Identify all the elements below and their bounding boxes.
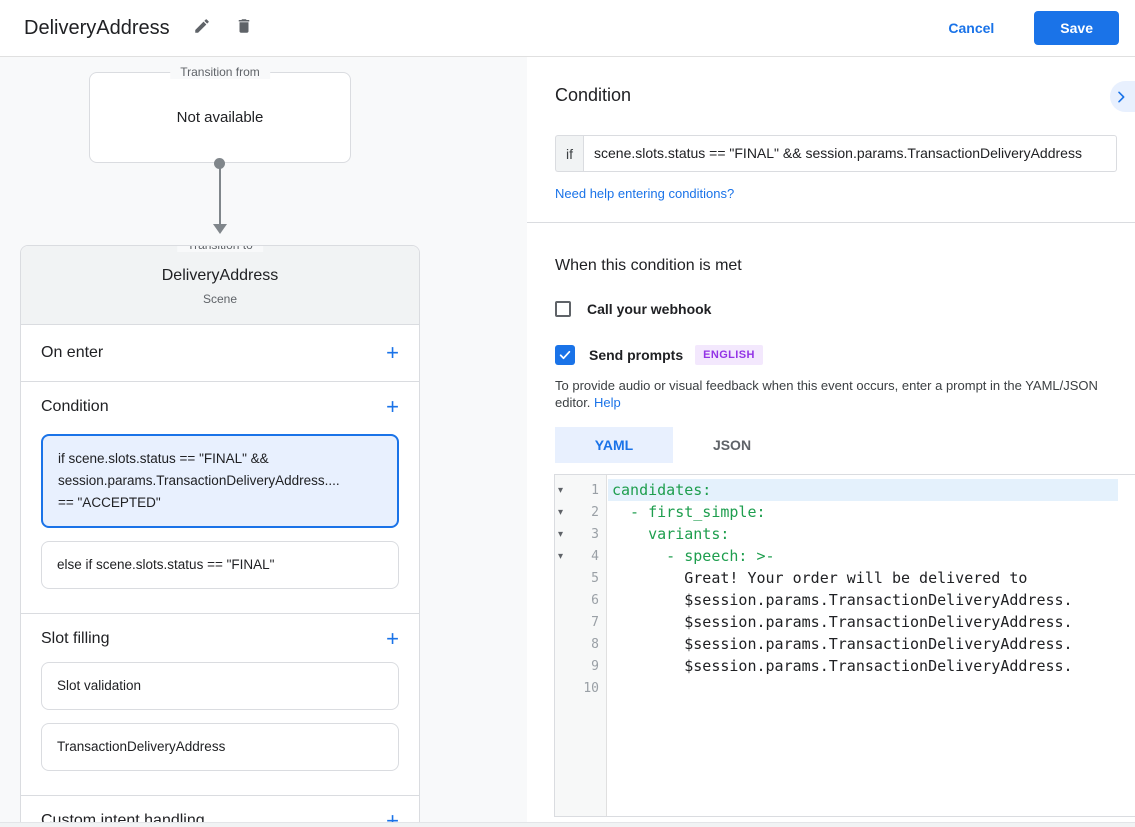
line-number: 4 [591,548,599,564]
code-line: 6 $session.params.TransactionDeliveryAdd… [555,589,1135,611]
code-text: candidates: [612,481,712,499]
editor-tabs: YAML JSON [555,427,1135,463]
connector-arrowhead-icon [213,224,227,234]
if-prefix: if [555,135,583,172]
condition-card-selected[interactable]: if scene.slots.status == "FINAL" && sess… [41,434,399,528]
tab-yaml[interactable]: YAML [555,427,673,463]
send-prompts-label: Send prompts [589,347,684,363]
transition-from-value: Not available [176,109,264,126]
active-line-highlight [608,479,1118,501]
fold-arrow-icon[interactable]: ▾ [558,528,564,540]
call-webhook-checkbox[interactable] [555,301,571,317]
code-text: - first_simple: [612,503,766,521]
scene-card: Transition to DeliveryAddress Scene On e… [20,245,420,827]
editor-gutter [555,475,607,816]
horizontal-scrollbar[interactable] [0,822,1135,827]
line-number: 7 [591,614,599,630]
send-prompts-checkbox[interactable] [555,345,575,365]
helper-text: To provide audio or visual feedback when… [555,378,1098,410]
line-number: 8 [591,636,599,652]
save-button[interactable]: Save [1034,11,1119,45]
fold-arrow-icon[interactable]: ▾ [558,506,564,518]
condition-expression-input[interactable]: scene.slots.status == "FINAL" && session… [583,135,1117,172]
condition-card-line: session.params.TransactionDeliveryAddres… [58,473,340,488]
code-text: $session.params.TransactionDeliveryAddre… [612,613,1073,631]
code-line: ▾ 4 - speech: >- [555,545,1135,567]
condition-detail-panel: Condition if scene.slots.status == "FINA… [527,57,1135,827]
tab-json[interactable]: JSON [673,427,791,463]
line-number: 3 [591,526,599,542]
line-number: 6 [591,592,599,608]
condition-section: Condition + if scene.slots.status == "FI… [21,382,419,614]
fold-arrow-icon[interactable]: ▾ [558,484,564,496]
on-enter-section: On enter + [21,325,419,382]
code-line: ▾ 3 variants: [555,523,1135,545]
add-slot-button[interactable]: + [386,626,399,651]
code-text: variants: [612,525,730,543]
transition-from-legend: Transition from [170,65,270,79]
pencil-icon [193,17,211,40]
code-text: Great! Your order will be delivered to [612,569,1028,587]
slot-filling-label: Slot filling [41,630,110,647]
condition-help-link[interactable]: Need help entering conditions? [555,186,735,201]
condition-card-line: == "ACCEPTED" [58,495,161,510]
condition-panel-title: Condition [555,85,632,105]
code-line: 5 Great! Your order will be delivered to [555,567,1135,589]
code-line: 8 $session.params.TransactionDeliveryAdd… [555,633,1135,655]
language-badge: ENGLISH [695,345,763,365]
line-number: 9 [591,658,599,674]
code-text: $session.params.TransactionDeliveryAddre… [612,635,1073,653]
scene-graph-panel: Transition from Not available Transition… [0,57,527,827]
code-line: 9 $session.params.TransactionDeliveryAdd… [555,655,1135,677]
transition-to-legend: Transition to [177,246,263,252]
top-bar: DeliveryAddress Cancel Save [0,0,1135,57]
code-text: - speech: >- [612,547,775,565]
edit-title-button[interactable] [192,18,212,38]
fold-arrow-icon[interactable]: ▾ [558,550,564,562]
trash-icon [235,17,253,40]
slot-filling-section: Slot filling + Slot validation Transacti… [21,614,419,796]
condition-card-else[interactable]: else if scene.slots.status == "FINAL" [41,541,399,589]
page-title: DeliveryAddress [24,16,170,39]
condition-expression-row: if scene.slots.status == "FINAL" && sess… [555,135,1117,172]
line-number: 10 [583,680,599,696]
yaml-code-editor[interactable]: ▾ 1 candidates: ▾ 2 - first_simple: ▾ 3 var… [554,474,1135,817]
prompts-option-row: Send prompts ENGLISH [555,345,1135,365]
add-condition-button[interactable]: + [386,394,399,419]
code-line: ▾ 1 candidates: [555,479,1135,501]
code-line: 7 $session.params.TransactionDeliveryAdd… [555,611,1135,633]
cancel-button[interactable]: Cancel [948,20,995,36]
condition-card-line: if scene.slots.status == "FINAL" && [58,451,269,466]
scene-card-header: Transition to DeliveryAddress Scene [21,246,419,325]
slot-card[interactable]: TransactionDeliveryAddress [41,723,399,771]
code-line: 10 [555,677,1135,699]
check-icon [558,348,572,362]
delete-scene-button[interactable] [234,18,254,38]
help-link[interactable]: Help [594,395,621,410]
code-text: $session.params.TransactionDeliveryAddre… [612,657,1073,675]
connector-line [219,163,221,225]
code-text: $session.params.TransactionDeliveryAddre… [612,591,1073,609]
slot-validation-card[interactable]: Slot validation [41,662,399,710]
line-number: 5 [591,570,599,586]
prompts-helper-text: To provide audio or visual feedback when… [555,377,1113,411]
line-number: 1 [591,482,599,498]
on-enter-label: On enter [41,344,104,361]
transition-from-box: Transition from Not available [89,65,351,163]
call-webhook-label: Call your webhook [587,301,712,317]
chevron-right-icon [1113,89,1129,105]
line-number: 2 [591,504,599,520]
scene-name: DeliveryAddress [161,267,279,284]
collapse-panel-button[interactable] [1110,81,1135,112]
condition-section-label: Condition [41,398,109,415]
add-on-enter-button[interactable]: + [386,340,399,365]
code-line: ▾ 2 - first_simple: [555,501,1135,523]
scene-type-label: Scene [202,292,238,306]
webhook-option-row: Call your webhook [555,301,1135,317]
when-met-title: When this condition is met [555,257,742,274]
section-divider [527,222,1135,223]
